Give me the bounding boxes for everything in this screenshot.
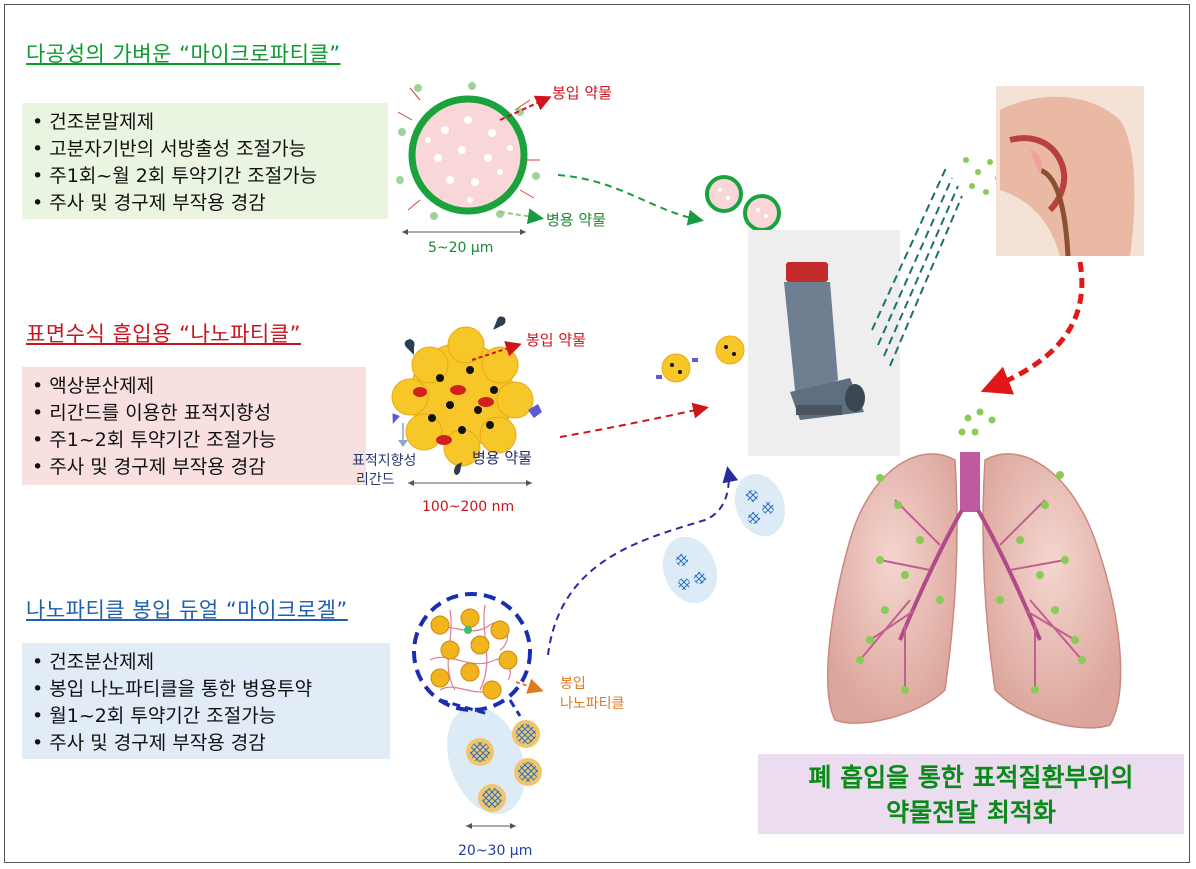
spray-lines <box>871 167 963 367</box>
feature-item: 봉입 나노파티클을 통한 병용투약 <box>32 676 380 703</box>
feature-item: 주사 및 경구제 부작용 경감 <box>32 190 378 217</box>
microparticle-title: 다공성의 가벼운 “마이크로파티클” <box>26 42 341 66</box>
diagram-frame <box>4 4 1190 863</box>
microgel-np-label-line2: 나노파티클 <box>560 696 625 712</box>
nanoparticle-size-label: 100~200 nm <box>422 499 514 515</box>
conclusion-box: 폐 흡입을 통한 표적질환부위의 약물전달 최적화 <box>758 754 1184 834</box>
lungs-icon <box>827 408 1122 729</box>
feature-item: 고분자기반의 서방출성 조절가능 <box>32 136 378 163</box>
microgel-np-label-line1: 봉입 <box>560 676 586 692</box>
nanoparticle-combined-drug-label: 병용 약물 <box>472 449 532 467</box>
feature-item: 건조분산제제 <box>32 649 380 676</box>
feature-item: 건조분말제제 <box>32 109 378 136</box>
small-microgels-icon <box>662 473 786 604</box>
nanoparticle-icon <box>391 316 542 486</box>
ligand-label-line1: 표적지향성 <box>352 453 416 469</box>
feature-item: 주1회~월 2회 투약기간 조절가능 <box>32 163 378 190</box>
inhaler-icon <box>748 230 900 456</box>
conclusion-line2: 약물전달 최적화 <box>886 798 1056 827</box>
feature-item: 주사 및 경구제 부작용 경감 <box>32 730 380 757</box>
small-microparticles-icon <box>705 175 781 232</box>
feature-item: 리간드를 이용한 표적지향성 <box>32 400 356 427</box>
ligand-label-line2: 리간드 <box>356 472 395 488</box>
microgel-icon <box>412 592 544 829</box>
conclusion-line1: 폐 흡입을 통한 표적질환부위의 <box>808 763 1134 792</box>
microgel-size-label: 20~30 μm <box>458 843 532 859</box>
microgel-title: 나노파티클 봉입 듀얼 “마이크로겔” <box>26 598 348 622</box>
nanoparticle-encapsulated-drug-label: 봉입 약물 <box>526 331 586 349</box>
inhaled-particles <box>963 157 1001 195</box>
small-nanoparticles-icon <box>656 335 754 383</box>
feature-item: 주사 및 경구제 부작용 경감 <box>32 454 356 481</box>
feature-item: 월1~2회 투약기간 조절가능 <box>32 703 380 730</box>
microgel-features-box: 건조분산제제 봉입 나노파티클을 통한 병용투약 월1~2회 투약기간 조절가능… <box>22 643 390 759</box>
microparticle-encapsulated-drug-label: 봉입 약물 <box>552 84 612 102</box>
feature-item: 주1~2회 투약기간 조절가능 <box>32 427 356 454</box>
feature-item: 액상분산제제 <box>32 373 356 400</box>
microparticle-combined-drug-label: 병용 약물 <box>546 211 606 229</box>
nanoparticle-features-box: 액상분산제제 리간드를 이용한 표적지향성 주1~2회 투약기간 조절가능 주사… <box>22 367 366 485</box>
head-airway-icon <box>996 86 1144 257</box>
nanoparticle-title: 표면수식 흡입용 “나노파티클” <box>26 322 301 346</box>
microparticle-features-box: 건조분말제제 고분자기반의 서방출성 조절가능 주1회~월 2회 투약기간 조절… <box>22 103 388 219</box>
microparticle-icon <box>396 82 552 235</box>
microparticle-size-label: 5~20 μm <box>428 240 493 256</box>
